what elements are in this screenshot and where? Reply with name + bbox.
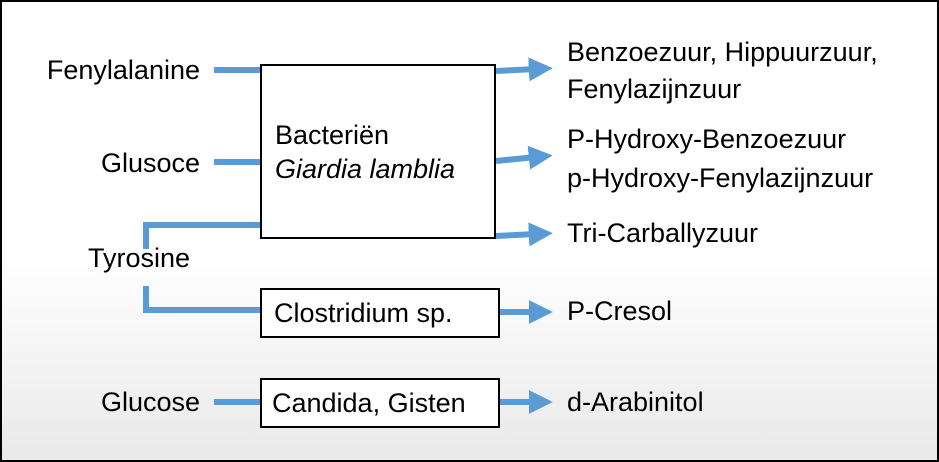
output-tri-carballyzuur: Tri-Carballyzuur bbox=[567, 218, 759, 248]
output-d-arabinitol: d-Arabinitol bbox=[567, 387, 704, 417]
output-p-hydroxy-benzoezuur: P-Hydroxy-Benzoezuur bbox=[567, 124, 847, 154]
tyrosine-bottom-connector bbox=[143, 286, 260, 313]
clostridium-label: Clostridium sp. bbox=[274, 298, 453, 328]
arrow-to-benzoezuur bbox=[495, 57, 553, 82]
giardia-label: Giardia lamblia bbox=[275, 154, 456, 184]
output-p-cresol: P-Cresol bbox=[567, 296, 673, 326]
bacteria-box: Bacteriën Giardia lamblia bbox=[260, 64, 496, 239]
output-benzoezuur: Benzoezuur, Hippuurzuur, bbox=[567, 37, 878, 67]
bacteria-label: Bacteriën bbox=[275, 120, 390, 150]
candida-box: Candida, Gisten bbox=[260, 378, 500, 428]
output-fenylazijnzuur: Fenylazijnzuur bbox=[567, 74, 742, 104]
candida-label: Candida, Gisten bbox=[272, 388, 466, 418]
input-fenylalanine: Fenylalanine bbox=[46, 55, 200, 85]
output-p-hydroxy-fenylazijnzuur: p-Hydroxy-Fenylazijnzuur bbox=[567, 163, 874, 193]
input-tyrosine: Tyrosine bbox=[88, 243, 191, 273]
input-glusoce: Glusoce bbox=[100, 148, 200, 178]
arrow-to-tri-carballyzuur bbox=[495, 222, 553, 247]
clostridium-box: Clostridium sp. bbox=[260, 288, 500, 338]
input-glucose: Glucose bbox=[100, 387, 200, 417]
tyrosine-top-connector bbox=[143, 222, 260, 249]
arrow-to-hydroxy-benzoezuur bbox=[495, 145, 553, 170]
